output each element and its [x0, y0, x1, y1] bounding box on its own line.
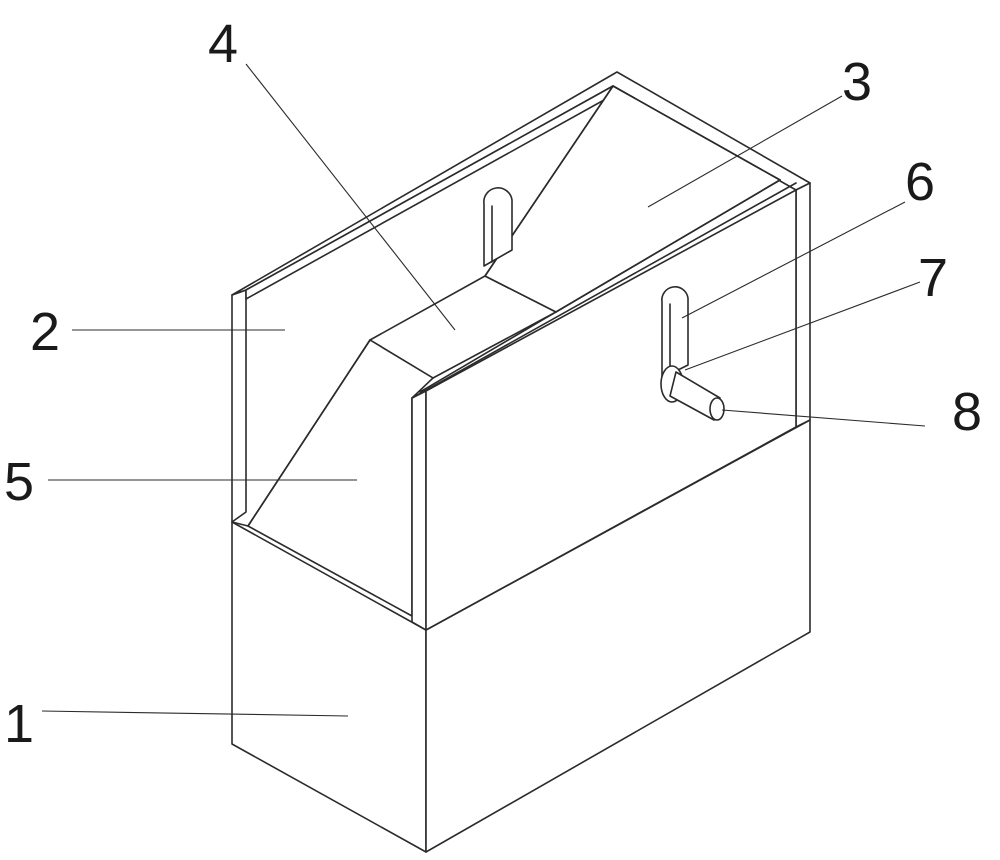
- callout-2: 2: [30, 302, 60, 362]
- callout-7: 7: [918, 248, 948, 308]
- callout-3: 3: [842, 52, 872, 112]
- leader-8: [721, 409, 926, 427]
- inner-top-rim: [612, 85, 781, 181]
- sloped-plate-edge: [247, 339, 371, 527]
- pin-tip: [709, 397, 725, 421]
- back-slot: [483, 187, 513, 267]
- callout-5: 5: [4, 452, 34, 512]
- front-slot-outline: [661, 286, 689, 379]
- pin-assembly: [660, 365, 725, 421]
- callout-8: 8: [952, 382, 982, 442]
- leader-1: [41, 710, 349, 717]
- callout-6: 6: [905, 152, 935, 212]
- base-box: [231, 419, 811, 853]
- inner-floor-edge: [231, 521, 249, 527]
- front-wall-top: [411, 182, 797, 399]
- upper-container: [231, 71, 811, 631]
- callout-4: 4: [208, 14, 238, 74]
- leader-3: [647, 95, 843, 208]
- leader-7: [684, 281, 921, 371]
- pin-body: [669, 371, 721, 421]
- right-rim: [795, 182, 811, 428]
- callouts: 1 2 3 4 5 6 7 8: [4, 14, 982, 754]
- inner-rim-right: [419, 179, 781, 393]
- front-slot: [661, 286, 689, 379]
- leader-4: [245, 63, 456, 331]
- left-side-wall: [231, 289, 247, 523]
- front-wall: [411, 390, 427, 631]
- callout-1: 1: [4, 694, 34, 754]
- leader-lines: [41, 63, 926, 717]
- leader-6: [681, 201, 906, 319]
- front-wall-face: [425, 189, 797, 631]
